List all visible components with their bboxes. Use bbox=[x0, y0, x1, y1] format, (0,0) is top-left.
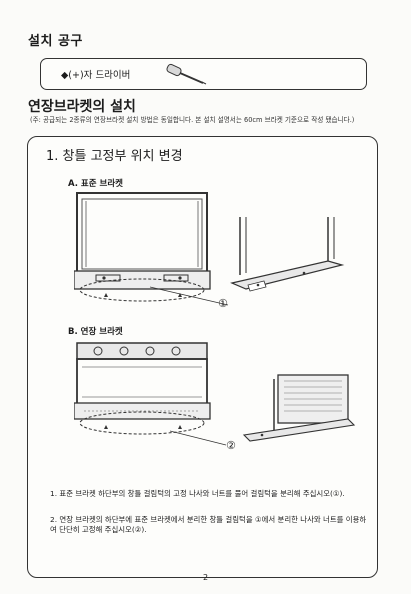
standard-bracket-detail bbox=[230, 217, 345, 292]
instruction-2: 2. 연장 브라켓의 하단부에 표준 브라켓에서 분리한 창틀 걸림턱을 ①에서… bbox=[50, 515, 367, 534]
tool-label: ◆(+)자 드라이버 bbox=[61, 70, 131, 81]
part-a-label: A. 표준 브라켓 bbox=[68, 179, 123, 189]
extension-bracket-diagram bbox=[74, 342, 211, 435]
callout-2-leader bbox=[169, 430, 227, 446]
instruction-1: 1. 표준 브라켓 하단부의 창틀 걸림턱의 고정 나사와 너트를 풀어 걸림턱… bbox=[50, 489, 345, 498]
callout-2: ② bbox=[226, 439, 236, 452]
ext-heading: 연장브라켓의 설치 bbox=[28, 99, 136, 115]
step1-title: 1. 창틀 고정부 위치 변경 bbox=[46, 149, 183, 164]
part-b-label: B. 연장 브라켓 bbox=[68, 327, 123, 337]
tools-box: ◆(+)자 드라이버 bbox=[40, 58, 367, 90]
standard-bracket-diagram bbox=[74, 192, 211, 302]
ext-note: (주: 공급되는 2종류의 연장브라켓 설치 방법은 동일합니다. 본 설치 설… bbox=[30, 116, 355, 124]
callout-1-leader bbox=[149, 286, 229, 306]
callout-1: ① bbox=[218, 297, 228, 310]
page-number: 2 bbox=[202, 573, 209, 582]
step1-box: 1. 창틀 고정부 위치 변경 A. 표준 브라켓 ① B. 연장 브라켓 bbox=[27, 136, 378, 578]
extension-bracket-detail bbox=[242, 374, 356, 442]
screwdriver-icon bbox=[166, 63, 207, 85]
tools-heading: 설치 공구 bbox=[28, 34, 83, 49]
